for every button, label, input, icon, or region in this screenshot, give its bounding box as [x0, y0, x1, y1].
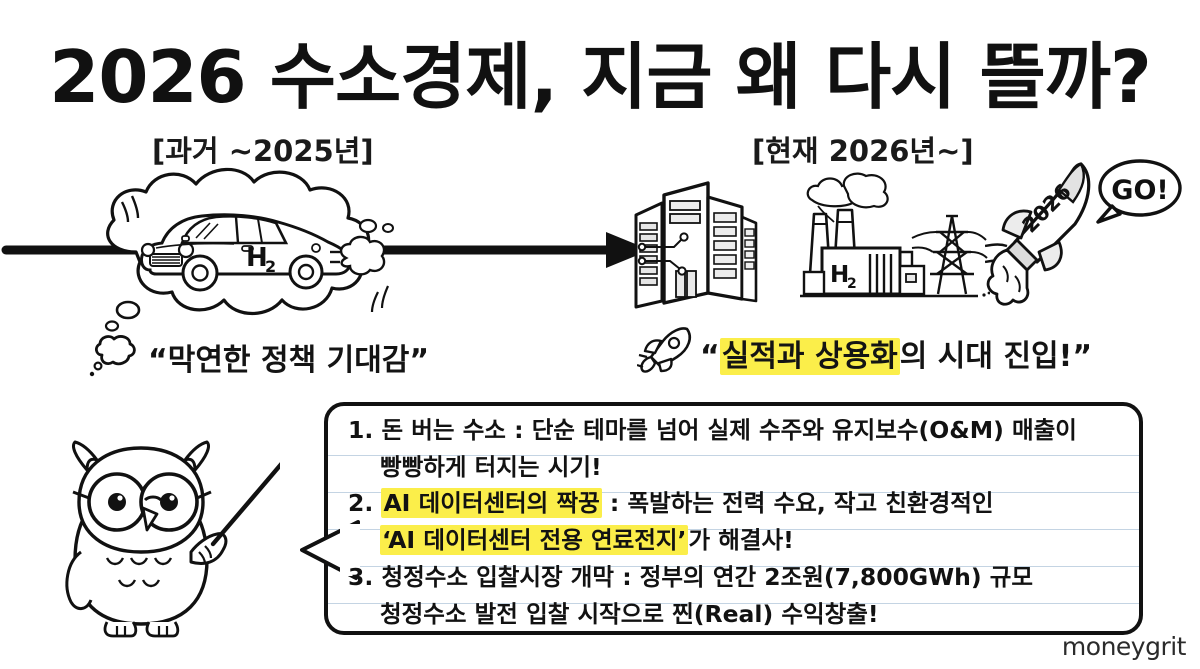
rule-line [328, 492, 1139, 493]
data-center-illustration [630, 175, 760, 310]
bubble-item-3-number: 3. [348, 563, 374, 591]
thought-cloud-hydrogen-car-illustration: H 2 [70, 160, 430, 345]
bubble-item-1-line-1: 1. 돈 버는 수소 : 단순 테마를 넘어 실제 수주와 유지보수(O&M) … [348, 416, 1077, 444]
caption-past-text: 막연한 정책 기대감 [167, 343, 410, 378]
caption-present: “실적과 상용화의 시대 진입!” [700, 331, 1092, 375]
bubble-item-2-number: 2. [348, 489, 374, 517]
rocket-small-icon [636, 325, 695, 373]
svg-text:H: H [246, 243, 268, 273]
bubble-item-3-line-1-text: 청정수소 입찰시장 개막 : 정부의 연간 2조원(7,800GWh) 규모 [381, 563, 1034, 591]
bubble-item-2-line-2-text: 가 해결사! [688, 526, 794, 554]
caption-present-rest: 의 시대 진입! [899, 339, 1073, 374]
owl-speech-bubble [300, 402, 1145, 637]
caption-past-close-quote: ” [409, 343, 430, 378]
section-label-past: [과거 ~2025년] [152, 134, 374, 168]
bubble-item-1-line-1-text: 돈 버는 수소 : 단순 테마를 넘어 실제 수주와 유지보수(O&M) 매출이 [381, 416, 1077, 444]
bubble-item-2-line-1-text: : 폭발하는 전력 수요, 작고 친환경적인 [601, 489, 994, 517]
speech-bubble-tail [300, 520, 360, 582]
caption-past: “막연한 정책 기대감” [148, 335, 429, 379]
bubble-item-3-line-1: 3. 청정수소 입찰시장 개막 : 정부의 연간 2조원(7,800GWh) 규… [348, 563, 1034, 591]
hydrogen-plant-powerline-illustration: H 2 [800, 170, 991, 310]
bubble-item-2-line-1: 2. AI 데이터센터의 짝꿍 : 폭발하는 전력 수요, 작고 친환경적인 [348, 488, 994, 518]
bubble-item-3-line-2: 청정수소 발전 입찰 시작으로 찐(Real) 수익창출! [380, 600, 879, 628]
bubble-item-1-number: 1. [348, 416, 374, 444]
rocket-2026-illustration: 2026 [984, 150, 1115, 315]
thought-bubble-icon [88, 333, 143, 378]
rule-line [328, 529, 1139, 530]
page-title: 2026 수소경제, 지금 왜 다시 뜰까? [49, 35, 1151, 119]
caption-past-open-quote: “ [148, 343, 168, 378]
owl-professor-illustration [45, 440, 286, 655]
caption-present-open-quote: “ [700, 339, 720, 374]
svg-text:2: 2 [847, 276, 857, 292]
svg-text:H: H [830, 262, 849, 288]
rule-line [328, 566, 1139, 567]
caption-present-close-quote: ” [1072, 339, 1093, 374]
rule-line [328, 455, 1139, 456]
section-label-present: [현재 2026년~] [752, 134, 974, 168]
caption-present-highlight: 실적과 상용화 [719, 338, 900, 375]
bubble-item-2-line-2-highlight: ‘AI 데이터센터 전용 연료전지’ [380, 525, 689, 555]
svg-text:2: 2 [265, 257, 276, 276]
bubble-item-2-line-1-highlight: AI 데이터센터의 짝꿍 [381, 488, 602, 518]
speech-bubble-body [324, 402, 1143, 635]
bubble-item-3-line-2-text: 청정수소 발전 입찰 시작으로 찐(Real) 수익창출! [380, 600, 879, 628]
watermark: moneygrit [1061, 632, 1187, 661]
bubble-item-1-line-2: 빵빵하게 터지는 시기! [380, 453, 602, 481]
bubble-item-1-line-2-text: 빵빵하게 터지는 시기! [380, 453, 602, 481]
bubble-item-2-line-2: ‘AI 데이터센터 전용 연료전지’가 해결사! [380, 525, 794, 555]
rule-line [328, 603, 1139, 604]
go-bubble-text: GO! [1111, 175, 1168, 206]
go-speech-bubble: GO! [1090, 158, 1185, 228]
